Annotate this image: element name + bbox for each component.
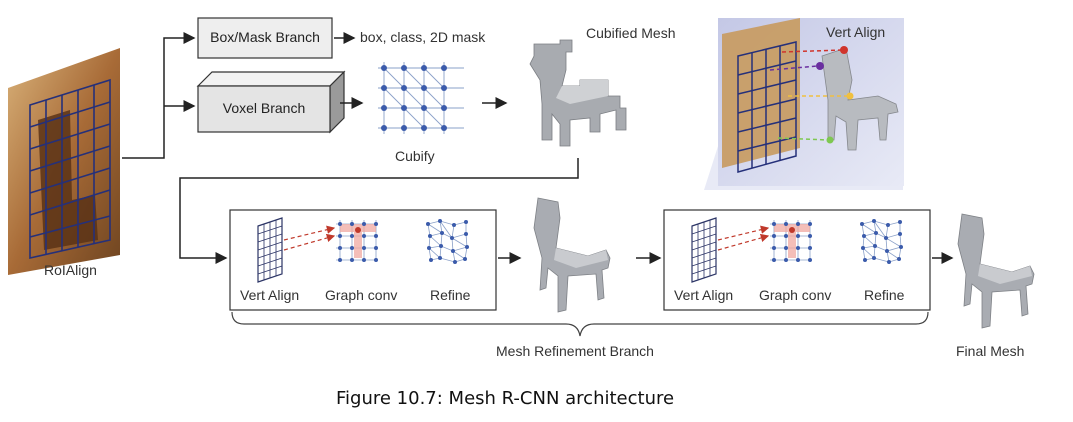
figure-caption: Figure 10.7: Mesh R-CNN architecture xyxy=(336,388,675,409)
intermediate-mesh xyxy=(533,197,611,313)
stage1-vert-align-arrows xyxy=(283,225,336,251)
roi-align-label: RoIAlign xyxy=(44,262,97,278)
roi-align-image xyxy=(8,48,120,275)
final-mesh xyxy=(957,213,1035,329)
cubified-mesh xyxy=(529,39,627,147)
stage2-vert-align-arrows xyxy=(717,225,770,251)
vert-align-inset-label: Vert Align xyxy=(826,24,886,40)
roi-branch-connector xyxy=(122,32,196,159)
box-mask-output-label: box, class, 2D mask xyxy=(360,29,486,45)
box-mask-branch-label: Box/Mask Branch xyxy=(210,29,320,45)
mesh-to-refinement-connector xyxy=(179,158,579,264)
stage1-vert-align-label: Vert Align xyxy=(240,287,300,303)
voxel-branch-box xyxy=(196,70,346,134)
voxel-branch-label: Voxel Branch xyxy=(222,100,306,116)
mesh-refinement-brace xyxy=(231,311,929,337)
stage2-vert-align-grid xyxy=(691,217,717,283)
stage2-refine-label: Refine xyxy=(864,287,905,303)
cubified-mesh-label: Cubified Mesh xyxy=(586,25,676,41)
mesh-refinement-branch-label: Mesh Refinement Branch xyxy=(496,343,654,359)
cubify-grid xyxy=(378,62,464,134)
stage2-vert-align-label: Vert Align xyxy=(674,287,734,303)
box-mask-branch-box xyxy=(197,17,333,59)
final-mesh-label: Final Mesh xyxy=(956,343,1025,359)
stage1-vert-align-grid xyxy=(257,217,283,283)
vert-align-inset xyxy=(704,18,904,190)
stage2-graph-conv-label: Graph conv xyxy=(759,287,832,303)
stage1-graph-conv-label: Graph conv xyxy=(325,287,398,303)
cubify-label: Cubify xyxy=(395,148,435,164)
stage1-refine-label: Refine xyxy=(430,287,471,303)
